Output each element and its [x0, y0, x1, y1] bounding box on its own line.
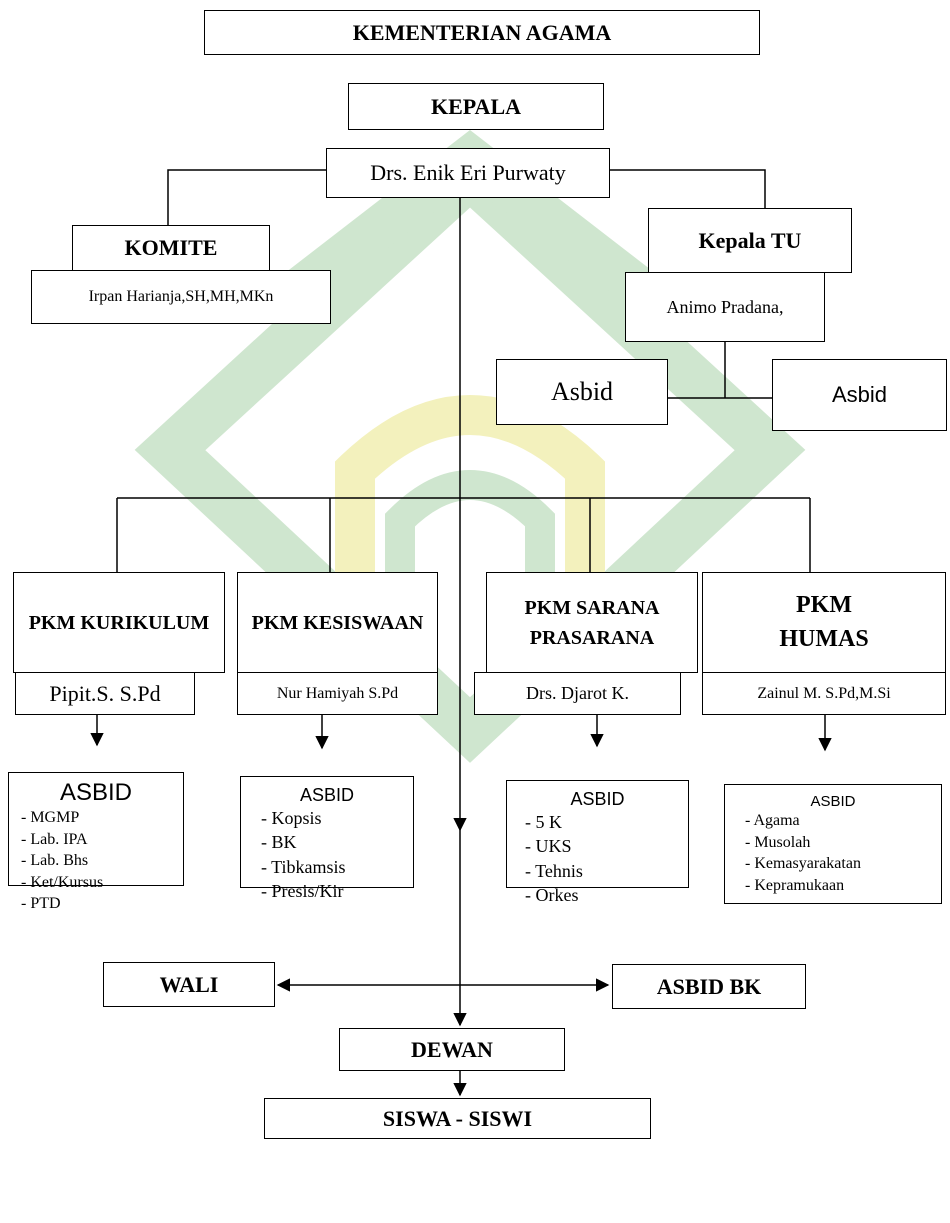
head-name-box: Drs. Enik Eri Purwaty — [326, 148, 610, 198]
pkm-humas-name-box: Zainul M. S.Pd,M.Si — [702, 672, 946, 715]
komite-name-box: Irpan Harianja,SH,MH,MKn — [31, 270, 331, 324]
list-item: - Orkes — [525, 884, 579, 905]
tu-title-box: Kepala TU — [648, 208, 852, 273]
list-item: - Musolah — [745, 833, 811, 851]
pkm-kurikulum-name-box: Pipit.S. S.Pd — [15, 672, 195, 715]
list-item: - Kopsis — [261, 808, 322, 828]
list-item: - Tehnis — [525, 860, 583, 881]
list-item: - Lab. IPA — [21, 830, 88, 848]
asbid-humas-box: ASBID - Agama - Musolah - Kemasyarakatan… — [724, 784, 942, 904]
pkm-kurikulum-title-box: PKM KURIKULUM — [13, 572, 225, 673]
asbid-sarana-title: ASBID — [570, 789, 625, 809]
tu-asbid-right-box: Asbid — [772, 359, 947, 431]
head-title-box: KEPALA — [348, 83, 604, 130]
pkm-sarana-title-box: PKM SARANA PRASARANA — [486, 572, 698, 673]
list-item: - Kepramukaan — [745, 876, 845, 894]
list-item: - Lab. Bhs — [21, 852, 89, 870]
list-item: - Kemasyarakatan — [745, 855, 861, 873]
list-item: - MGMP — [21, 809, 80, 826]
ministry-box: KEMENTERIAN AGAMA — [204, 10, 760, 55]
asbid-kesiswaan-box: ASBID - Kopsis - BK - Tibkamsis - Presis… — [240, 776, 414, 901]
tu-asbid-left-box: Asbid — [496, 359, 668, 425]
asbid-sarana-list: - 5 K - UKS - Tehnis - Orkes — [525, 810, 688, 907]
list-item: - Tibkamsis — [261, 856, 346, 877]
asbid-kurikulum-list: - MGMP - Lab. IPA - Lab. Bhs - Ket/Kursu… — [21, 807, 183, 915]
dewan-box: DEWAN — [339, 1028, 565, 1071]
list-item: - 5 K — [525, 812, 562, 832]
list-item: - PTD — [21, 895, 61, 913]
wali-box: WALI — [103, 962, 275, 1007]
asbid-kurikulum-title: ASBID — [59, 779, 133, 806]
pkm-sarana-name-box: Drs. Djarot K. — [474, 672, 681, 715]
asbid-kesiswaan-title: ASBID — [299, 785, 355, 805]
asbid-bk-box: ASBID BK — [612, 964, 806, 1009]
list-item: - Presis/Kir — [261, 880, 344, 901]
asbid-humas-title: ASBID — [810, 793, 856, 810]
siswa-box: SISWA - SISWI — [264, 1098, 651, 1139]
pkm-kesiswaan-name-box: Nur Hamiyah S.Pd — [237, 672, 438, 715]
tu-name-box: Animo Pradana, — [625, 272, 825, 342]
pkm-kesiswaan-title-box: PKM KESISWAAN — [237, 572, 438, 673]
list-item: - UKS — [525, 836, 572, 857]
list-item: - BK — [261, 832, 297, 853]
komite-title-box: KOMITE — [72, 225, 270, 271]
asbid-sarana-box: ASBID - 5 K - UKS - Tehnis - Orkes — [506, 780, 689, 905]
pkm-humas-title-box: PKM HUMAS — [702, 572, 946, 673]
list-item: - Ket/Kursus — [21, 873, 104, 891]
asbid-humas-list: - Agama - Musolah - Kemasyarakatan - Kep… — [745, 810, 941, 896]
asbid-kurikulum-box: ASBID - MGMP - Lab. IPA - Lab. Bhs - Ket… — [8, 772, 184, 912]
list-item: - Agama — [745, 812, 800, 829]
asbid-kesiswaan-list: - Kopsis - BK - Tibkamsis - Presis/Kir — [261, 806, 413, 903]
